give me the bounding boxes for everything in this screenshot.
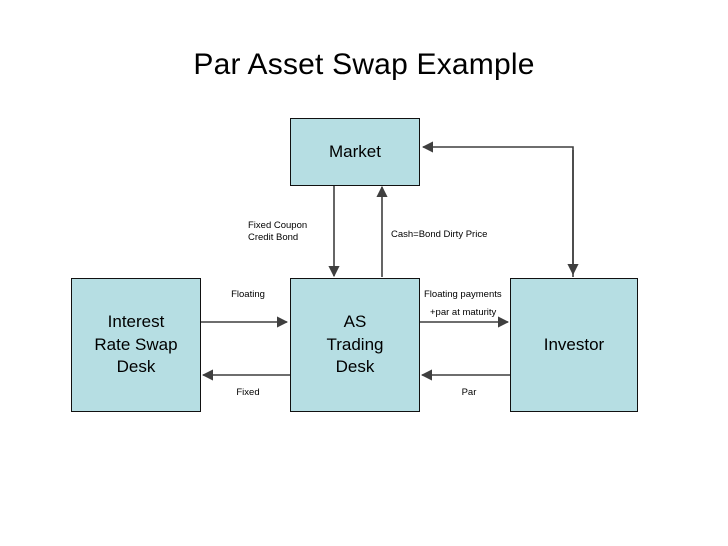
page-title: Par Asset Swap Example xyxy=(193,48,535,81)
edge-label-cash-bond-dirty-price: Cash=Bond Dirty Price xyxy=(391,229,488,240)
connector-investor-to-market xyxy=(421,141,574,277)
edge-label-floating-payments: Floating payments xyxy=(424,289,502,300)
node-market[interactable]: Market xyxy=(290,118,420,186)
node-market-label: Market xyxy=(329,141,381,161)
node-investor-label: Investor xyxy=(543,334,605,354)
node-as-trading-desk-label: AS Trading Desk xyxy=(326,311,384,377)
node-interest-rate-swap-desk-label: Interest Rate Swap Desk xyxy=(94,311,178,377)
edge-label-par-at-maturity: +par at maturity xyxy=(430,307,497,318)
node-as-trading-desk[interactable]: AS Trading Desk xyxy=(290,278,420,412)
edge-label-fixed: Fixed xyxy=(236,387,260,398)
node-investor[interactable]: Investor xyxy=(510,278,638,412)
edge-label-par: Par xyxy=(461,387,477,398)
edge-label-floating: Floating xyxy=(231,289,265,300)
edge-label-fixed-coupon-credit-bond: Fixed Coupon Credit Bond xyxy=(248,220,308,244)
node-interest-rate-swap-desk[interactable]: Interest Rate Swap Desk xyxy=(71,278,201,412)
